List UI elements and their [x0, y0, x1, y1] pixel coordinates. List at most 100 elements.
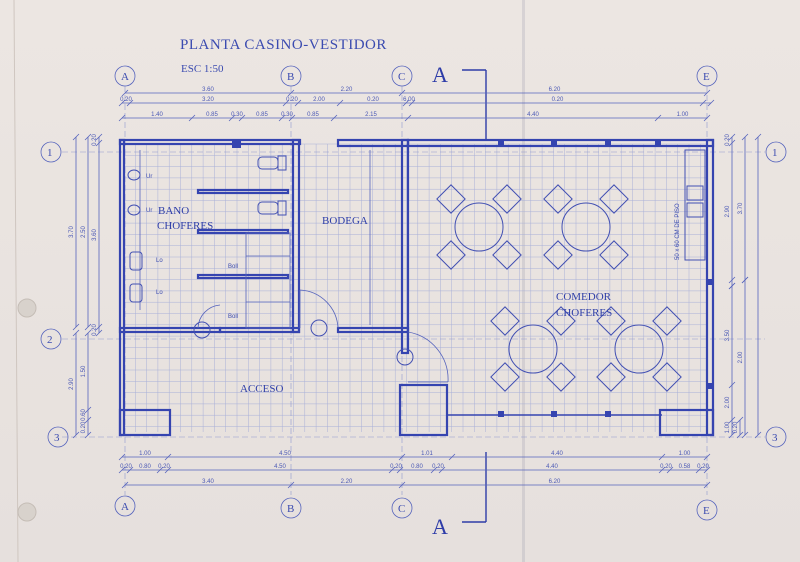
- dim-top-2: 0.20: [286, 97, 298, 103]
- dim-bottom-3: 6.20: [549, 479, 561, 485]
- column-axis-top: A B C E: [114, 65, 718, 87]
- chair: [546, 306, 576, 336]
- dim-bottom-1: 4.40: [551, 451, 563, 457]
- axis-label-e-top: E: [703, 71, 710, 83]
- dim-left: 0.60: [81, 409, 87, 421]
- dim-top-3: 0.30: [281, 112, 293, 118]
- dim-top-2: 0.20: [552, 97, 564, 103]
- axis-label-e-bottom: E: [703, 505, 710, 517]
- dim-bottom-1: 1.00: [139, 451, 151, 457]
- dim-bottom-1: 1.01: [421, 451, 433, 457]
- dim-top-3: 0.85: [206, 112, 218, 118]
- punch-hole: [17, 502, 37, 522]
- room-label-bodega: BODEGA: [322, 215, 368, 227]
- dimension-lines: 3.60 2.20 6.20 0.20 3.20 0.20 2.00 0.20 6.00 0.20…: [69, 87, 762, 489]
- dim-bottom-2: 0.80: [139, 464, 151, 470]
- chair: [436, 240, 466, 270]
- dim-bottom-2: 0.20: [390, 464, 402, 470]
- dining-tables: [436, 184, 682, 392]
- dim-top-3: 0.85: [256, 112, 268, 118]
- fixture-label-boll1: Boll: [228, 264, 238, 270]
- axis-label-3-left: 3: [54, 432, 60, 444]
- chair: [596, 306, 626, 336]
- chair: [543, 240, 573, 270]
- room-label-comedor: COMEDOR: [556, 291, 612, 303]
- fixture-label-ur2: Ur: [146, 208, 152, 214]
- axis-label-b-bottom: B: [287, 503, 294, 515]
- dining-table: [454, 202, 504, 252]
- dim-left: 3.60: [92, 229, 98, 241]
- dim-bottom-2: 0.58: [679, 464, 691, 470]
- dining-table: [614, 324, 664, 374]
- axis-label-a-top: A: [121, 71, 129, 83]
- chair: [492, 240, 522, 270]
- chair: [652, 362, 682, 392]
- section-line: A A: [432, 62, 487, 539]
- fixture-label-boll2: Boll: [228, 314, 238, 320]
- dim-bottom-3: 2.20: [341, 479, 353, 485]
- dim-top-3: 1.00: [677, 112, 689, 118]
- dim-right: 2.90: [725, 205, 731, 217]
- dining-table: [508, 324, 558, 374]
- dim-bottom-2: 0.20: [158, 464, 170, 470]
- dim-bottom-1: 4.50: [279, 451, 291, 457]
- axis-label-2-left: 2: [47, 334, 53, 346]
- chair: [599, 184, 629, 214]
- axis-label-b-top: B: [287, 71, 294, 83]
- dim-bottom-2: 4.40: [546, 464, 558, 470]
- dim-left: 3.70: [69, 226, 75, 238]
- axis-label-c-bottom: C: [398, 503, 405, 515]
- plan-title: PLANTA CASINO-VESTIDOR: [180, 37, 387, 53]
- dim-bottom-2: 0.80: [411, 464, 423, 470]
- chair: [490, 306, 520, 336]
- dim-top-2: 6.00: [403, 97, 415, 103]
- fixture-label-lo2: Lo: [156, 290, 163, 296]
- paper-edge: [13, 0, 19, 562]
- dim-top-3: 0.30: [231, 112, 243, 118]
- dim-bottom-2: 0.20: [660, 464, 672, 470]
- room-label-bano: BANO: [158, 205, 189, 217]
- chair: [543, 184, 573, 214]
- axis-label-c-top: C: [398, 71, 405, 83]
- dim-top-3: 1.40: [151, 112, 163, 118]
- dim-bottom-2: 0.20: [120, 464, 132, 470]
- dim-top-2: 2.00: [313, 97, 325, 103]
- chair: [436, 184, 466, 214]
- room-label-comedor-choferes: CHOFERES: [556, 307, 612, 319]
- room-label-bano-choferes: CHOFERES: [157, 220, 213, 232]
- dim-right: 3.50: [725, 329, 731, 341]
- dim-bottom-3: 3.40: [202, 479, 214, 485]
- dim-bottom-2: 0.20: [432, 464, 444, 470]
- dim-top-3: 0.85: [307, 112, 319, 118]
- punch-hole: [17, 298, 37, 318]
- dim-left: 1.50: [81, 365, 87, 377]
- dim-left: 0.20: [81, 421, 87, 433]
- chair: [596, 362, 626, 392]
- section-label-bottom: A: [432, 514, 448, 539]
- axis-label-1-left: 1: [47, 147, 53, 159]
- dim-top-2: 3.20: [202, 97, 214, 103]
- paper-fold: [522, 0, 525, 562]
- column-axis-bottom: A B C E: [114, 495, 718, 521]
- dim-top-3: 2.15: [365, 112, 377, 118]
- dining-table: [561, 202, 611, 252]
- dim-left: 0.20: [92, 324, 98, 336]
- fixture-label-lo1: Lo: [156, 258, 163, 264]
- dim-bottom-2: 4.50: [274, 464, 286, 470]
- row-axis: 1 2 3 1 3: [40, 141, 787, 448]
- chair: [599, 240, 629, 270]
- axis-label-1-right: 1: [772, 147, 778, 159]
- dim-left: 2.90: [69, 378, 75, 390]
- dim-right: 2.00: [738, 351, 744, 363]
- dim-bottom-1: 1.00: [679, 451, 691, 457]
- dim-top-1: 3.60: [202, 87, 214, 93]
- section-label-top: A: [432, 62, 448, 87]
- dim-top-3: 4.40: [527, 112, 539, 118]
- dim-left: 2.50: [81, 226, 87, 238]
- fixture-label-kitchen: 50 x 60 CM DE PISO: [675, 203, 681, 260]
- dim-right: 1.00: [725, 421, 731, 433]
- dim-top-1: 2.20: [341, 87, 353, 93]
- axis-label-3-right: 3: [772, 432, 778, 444]
